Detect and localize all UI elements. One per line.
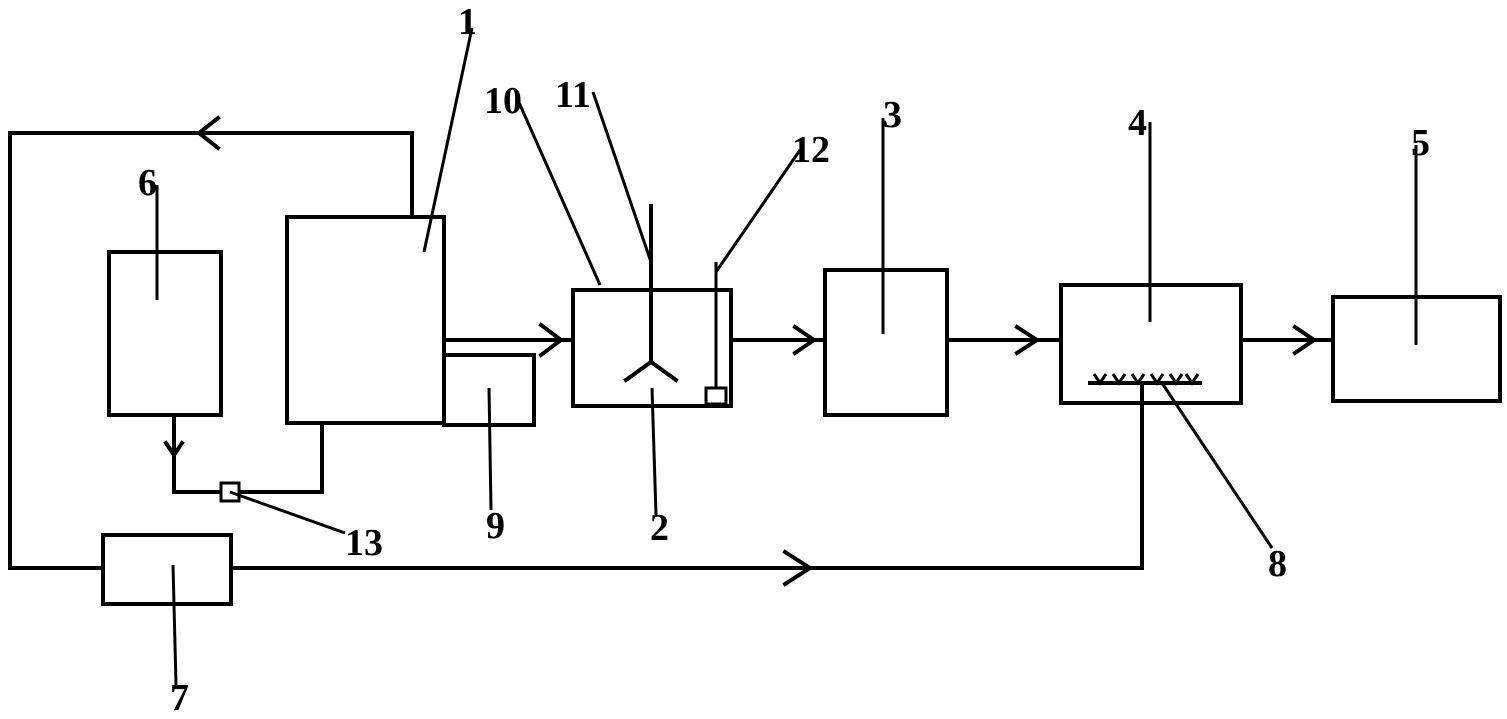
arrowhead-return — [195, 115, 221, 151]
leader-7 — [171, 564, 178, 686]
leader-9 — [487, 387, 493, 511]
return-loop-line — [8, 131, 414, 570]
label-12: 12 — [792, 129, 830, 171]
leader-12 — [714, 149, 802, 273]
label-5: 5 — [1411, 122, 1430, 164]
arrowhead-2-to-3 — [792, 324, 818, 356]
leader-13 — [229, 490, 346, 535]
leader-10 — [515, 97, 602, 286]
arrowhead-dosing — [163, 440, 185, 459]
line-7-to-8 — [229, 381, 1144, 570]
unit-3-box — [823, 268, 949, 417]
leader-11 — [591, 91, 653, 263]
arrowhead-7-to-8 — [782, 549, 814, 587]
label-9: 9 — [486, 505, 505, 547]
unit-1-box — [285, 215, 446, 425]
label-13: 13 — [345, 522, 383, 564]
label-3: 3 — [883, 94, 902, 136]
label-10: 10 — [484, 80, 522, 122]
leader-8 — [1160, 382, 1274, 549]
label-4: 4 — [1128, 102, 1147, 144]
label-8: 8 — [1268, 543, 1287, 585]
label-6: 6 — [138, 162, 157, 204]
arrowhead-4-to-5 — [1292, 324, 1318, 356]
label-2: 2 — [650, 507, 669, 549]
dosing-line-6-to-1 — [172, 413, 324, 494]
label-11: 11 — [555, 74, 591, 116]
label-1: 1 — [458, 1, 477, 43]
label-7: 7 — [170, 677, 189, 719]
arrowhead-3-to-4 — [1014, 324, 1041, 356]
unit-7-box — [101, 533, 233, 606]
stirrer-impeller — [623, 359, 679, 383]
leader-2 — [650, 387, 658, 516]
leader-1 — [422, 27, 474, 253]
sensor-12 — [704, 386, 728, 406]
aerator-8-teeth — [1092, 373, 1200, 386]
arrowhead-1-to-2 — [538, 322, 565, 358]
unit-6-box — [107, 250, 223, 417]
